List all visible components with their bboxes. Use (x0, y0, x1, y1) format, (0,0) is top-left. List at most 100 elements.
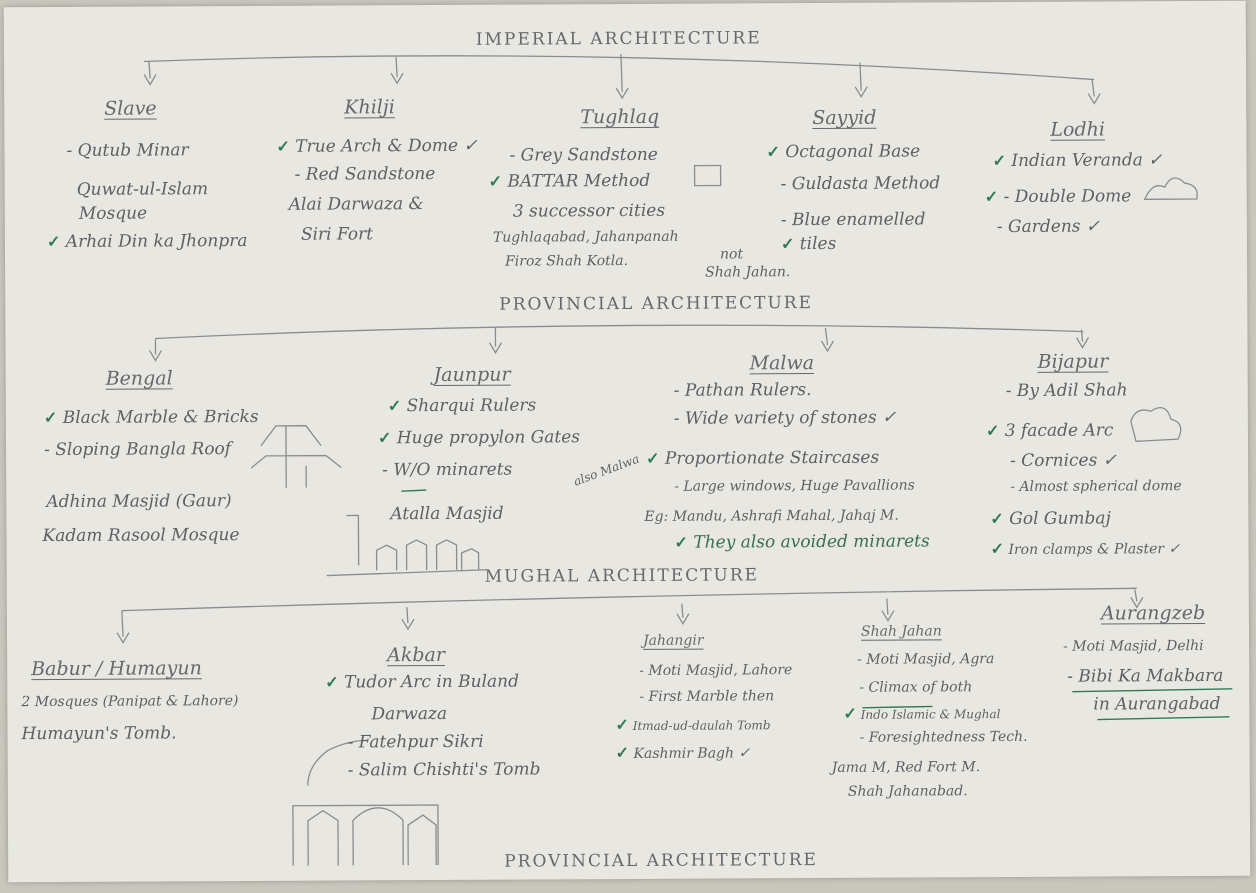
column-head-tughlaq: Tughlaq (580, 105, 660, 129)
note-line: Tughlaqabad, Jahanpanah (492, 228, 679, 246)
note-line: - Wide variety of stones ✓ (673, 407, 897, 429)
check-mark-icon: ✓ (646, 448, 660, 468)
note-line: - Almost spherical dome (1010, 478, 1182, 495)
note-line: - Climax of both (859, 679, 973, 696)
column-head-jaunpur: Jaunpur (433, 363, 511, 387)
note-line: - First Marble then (639, 688, 775, 705)
note-line: Quwat-ul-Islam (76, 179, 209, 200)
note-line: Kadam Rasool Mosque (42, 525, 240, 547)
note-line: - Moti Masjid, Agra (857, 651, 995, 668)
check-mark-icon: ✓ (780, 234, 795, 254)
note-line: Alai Darwaza & (288, 194, 424, 215)
column-head-khilji: Khilji (344, 96, 395, 119)
column-head-lodhi: Lodhi (1050, 118, 1105, 141)
note-line: 3 successor cities (512, 200, 666, 222)
note-line: ✓ Kashmir Bagh ✓ (615, 742, 751, 763)
note-line: ✓ Gol Gumbaj (990, 508, 1111, 529)
check-mark-icon: ✓ (843, 703, 857, 723)
note-line: Eg: Mandu, Ashrafi Mahal, Jahaj M. (644, 507, 899, 525)
note-line: Siri Fort (300, 224, 374, 245)
note-line: ✓ Sharqui Rulers (387, 395, 537, 417)
note-line: ✓ They also avoided minarets (674, 531, 930, 553)
note-line: - Foresightedness Tech. (859, 728, 1028, 746)
check-mark-icon: ✓ (43, 407, 58, 428)
note-line: - Cornices ✓ (1010, 450, 1118, 471)
note-line: - W/O minarets (382, 459, 513, 481)
section-title-mughal: MUGHAL ARCHITECTURE (484, 565, 760, 587)
note-line: - Gardens ✓ (996, 216, 1101, 238)
note-line: Atalla Masjid (390, 503, 504, 525)
note-line: ✓ Octagonal Base (766, 141, 921, 163)
check-mark-icon: ✓ (615, 714, 629, 735)
check-mark-icon: ✓ (46, 231, 61, 252)
column-head-shah-jahan: Shah Jahan (860, 623, 942, 640)
check-mark-icon: ✓ (990, 539, 1005, 559)
note-line: ✓ tiles (780, 233, 837, 255)
check-mark-icon: ✓ (615, 742, 630, 763)
column-head-sayyid: Sayyid (812, 106, 877, 130)
check-mark-icon: ✓ (387, 396, 402, 416)
note-line: - Grey Sandstone (509, 144, 658, 166)
check-mark-icon: ✓ (488, 171, 503, 191)
column-head-bijapur: Bijapur (1037, 350, 1109, 373)
column-head-akbar: Akbar (387, 643, 445, 667)
note-line: Mosque (78, 203, 148, 224)
column-head-aurangzeb: Aurangzeb (1100, 601, 1206, 625)
note-line: ✓ True Arch & Dome ✓ (276, 135, 478, 157)
section-title-imperial: IMPERIAL ARCHITECTURE (475, 28, 762, 50)
check-mark-icon: ✓ (674, 532, 688, 552)
note-line: ✓ Tudor Arc in Buland (325, 671, 520, 693)
column-head-babur-humayun: Babur / Humayun (31, 657, 202, 681)
column-head-jahangir: Jahangir (643, 632, 704, 649)
note-line: Humayun's Tomb. (21, 723, 177, 745)
note-line: - Large windows, Huge Pavallions (674, 477, 915, 495)
note-line: - Fatehpur Sikri (347, 731, 484, 753)
check-mark-icon: ✓ (992, 151, 1006, 171)
note-line: - Red Sandstone (294, 164, 436, 185)
check-mark-icon: ✓ (984, 187, 999, 207)
check-mark-icon: ✓ (985, 421, 1000, 441)
check-mark-icon: ✓ (990, 509, 1004, 529)
note-line: ✓ BATTAR Method (488, 170, 651, 192)
note-aside: not (719, 246, 744, 263)
section-title-provincial-bottom: PROVINCIAL ARCHITECTURE (504, 850, 818, 872)
note-line: Firoz Shah Kotla. (505, 252, 629, 270)
note-line: ✓ Iron clamps & Plaster ✓ (990, 539, 1181, 559)
note-line: Shah Jahanabad. (847, 783, 968, 800)
note-line: ✓ Huge propylon Gates (377, 427, 581, 449)
note-line: - By Adil Shah (1005, 380, 1128, 402)
note-line: in Aurangabad (1093, 693, 1221, 715)
note-line: Adhina Masjid (Gaur) (46, 491, 232, 513)
note-line: Darwaza (371, 703, 448, 725)
note-line: - Pathan Rulers. (673, 380, 812, 401)
note-line: - Bibi Ka Makbara (1067, 665, 1224, 687)
check-mark-icon: ✓ (276, 136, 290, 156)
note-line: - Salim Chishti's Tomb (347, 759, 541, 781)
check-mark-icon: ✓ (766, 142, 780, 162)
column-head-slave: Slave (104, 97, 157, 120)
note-line: ✓ - Double Dome (984, 186, 1132, 208)
note-line: - Qutub Minar (66, 140, 189, 161)
check-mark-icon: ✓ (377, 428, 392, 448)
note-line: ✓ Itmad-ud-daulah Tomb (615, 714, 771, 735)
column-head-malwa: Malwa (749, 352, 815, 375)
column-head-bengal: Bengal (105, 367, 173, 390)
note-line: ✓ Indo Islamic & Mughal (843, 703, 1001, 723)
note-line: - Guldasta Method (780, 173, 941, 195)
check-mark-icon: ✓ (325, 672, 339, 692)
note-line: Jama M, Red Fort M. (831, 759, 981, 776)
note-line: ✓ Proportionate Staircases (646, 447, 880, 469)
note-line: ✓ Arhai Din ka Jhonpra (46, 230, 248, 252)
note-line: - Blue enamelled (780, 209, 926, 231)
note-line: 2 Mosques (Panipat & Lahore) (21, 693, 239, 711)
note-line: ✓ Black Marble & Bricks (43, 406, 259, 428)
note-line: - Sloping Bangla Roof (43, 439, 232, 461)
note-line: - Moti Masjid, Lahore (639, 662, 793, 679)
note-line: ✓ Indian Veranda ✓ (992, 150, 1163, 171)
notes-page: IMPERIAL ARCHITECTURE Slave - Qutub Mina… (3, 0, 1251, 883)
note-line: ✓ 3 facade Arc (985, 420, 1114, 442)
connector-lines (116, 54, 1233, 866)
note-line: - Moti Masjid, Delhi (1063, 637, 1204, 655)
section-title-provincial: PROVINCIAL ARCHITECTURE (499, 293, 814, 315)
note-aside: Shah Jahan. (705, 264, 791, 281)
